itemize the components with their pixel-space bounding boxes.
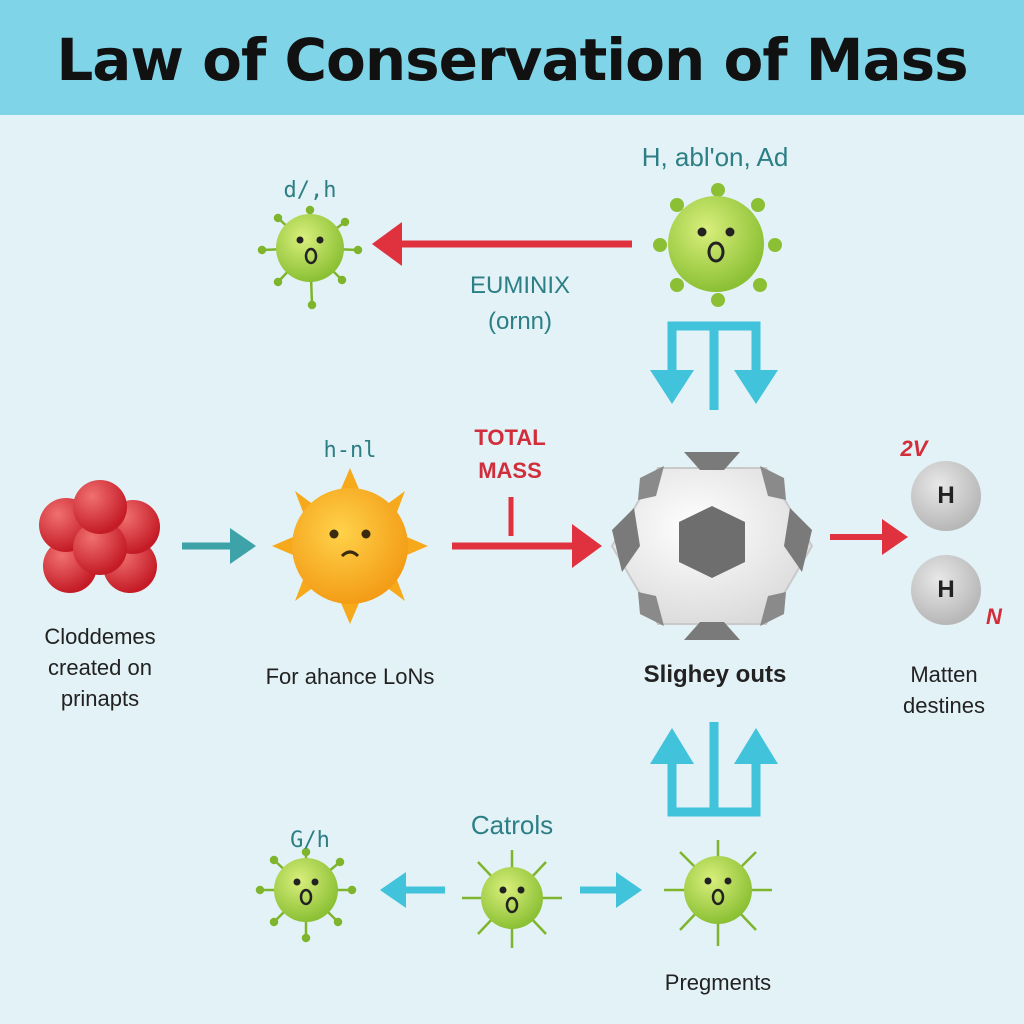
cycle-arrow-lower [667, 722, 761, 817]
cycle-arrowhead-up-left [650, 728, 694, 764]
arrow-label-line2: (ornn) [487, 308, 553, 335]
germ-bottom-center [462, 850, 562, 948]
right-caption-line2: destines [903, 693, 985, 718]
molecule-cluster [39, 480, 160, 593]
germ-bottom-left [255, 847, 357, 943]
total-mass-line2: MASS [478, 458, 542, 483]
sun-particle [272, 468, 428, 624]
hydrogen-top-symbol: H [937, 482, 955, 509]
total-mass-line1: TOTAL [474, 425, 546, 450]
arrow-label-line1: EUMINIX [469, 272, 570, 299]
reaction-arrow-top [372, 222, 632, 266]
cycle-arrowhead-left [650, 370, 694, 404]
molecule-caption-line3: prinapts [60, 686, 140, 711]
arrow-ball-to-atoms [830, 519, 908, 555]
arrow-bottom-right [580, 872, 642, 908]
bottom-center-label: Catrols [470, 810, 554, 840]
cycle-arrow-upper [667, 321, 761, 410]
hydrogen-atom-bottom [911, 555, 981, 625]
hydrogen-bottom-mark: N [986, 604, 1002, 629]
arrow-bottom-left [380, 872, 445, 908]
soccer-ball [610, 452, 814, 640]
hydrogen-top-mark: 2V [900, 436, 928, 461]
sun-label: h-nl [323, 438, 377, 463]
germ-bottom-right [664, 840, 772, 946]
bottom-caption: Pregments [664, 970, 772, 995]
page-title: Law of Conservation of Mass [56, 26, 968, 94]
germ-bottom-left-label: G/h [290, 828, 330, 853]
arrow-molecule-to-sun [182, 528, 256, 564]
germ-top-right [653, 183, 782, 307]
cycle-arrowhead-up-right [734, 728, 778, 764]
right-caption-line1: Matten [910, 662, 978, 687]
cycle-arrowhead-right [734, 370, 778, 404]
total-mass-arrow [452, 497, 602, 568]
title-banner [0, 0, 1024, 115]
ball-caption: Slighey outs [643, 661, 787, 688]
germ-top-left [257, 205, 363, 310]
germ-top-right-label: H, abl'on, Ad [641, 142, 789, 172]
sun-caption: For ahance LoNs [265, 664, 435, 689]
molecule-caption-line1: Cloddemes [44, 624, 156, 649]
germ-top-left-label: d/,h [283, 178, 337, 203]
molecule-caption-line2: created on [48, 655, 152, 680]
hydrogen-atom-top [911, 461, 981, 531]
hydrogen-bottom-symbol: H [937, 576, 955, 603]
